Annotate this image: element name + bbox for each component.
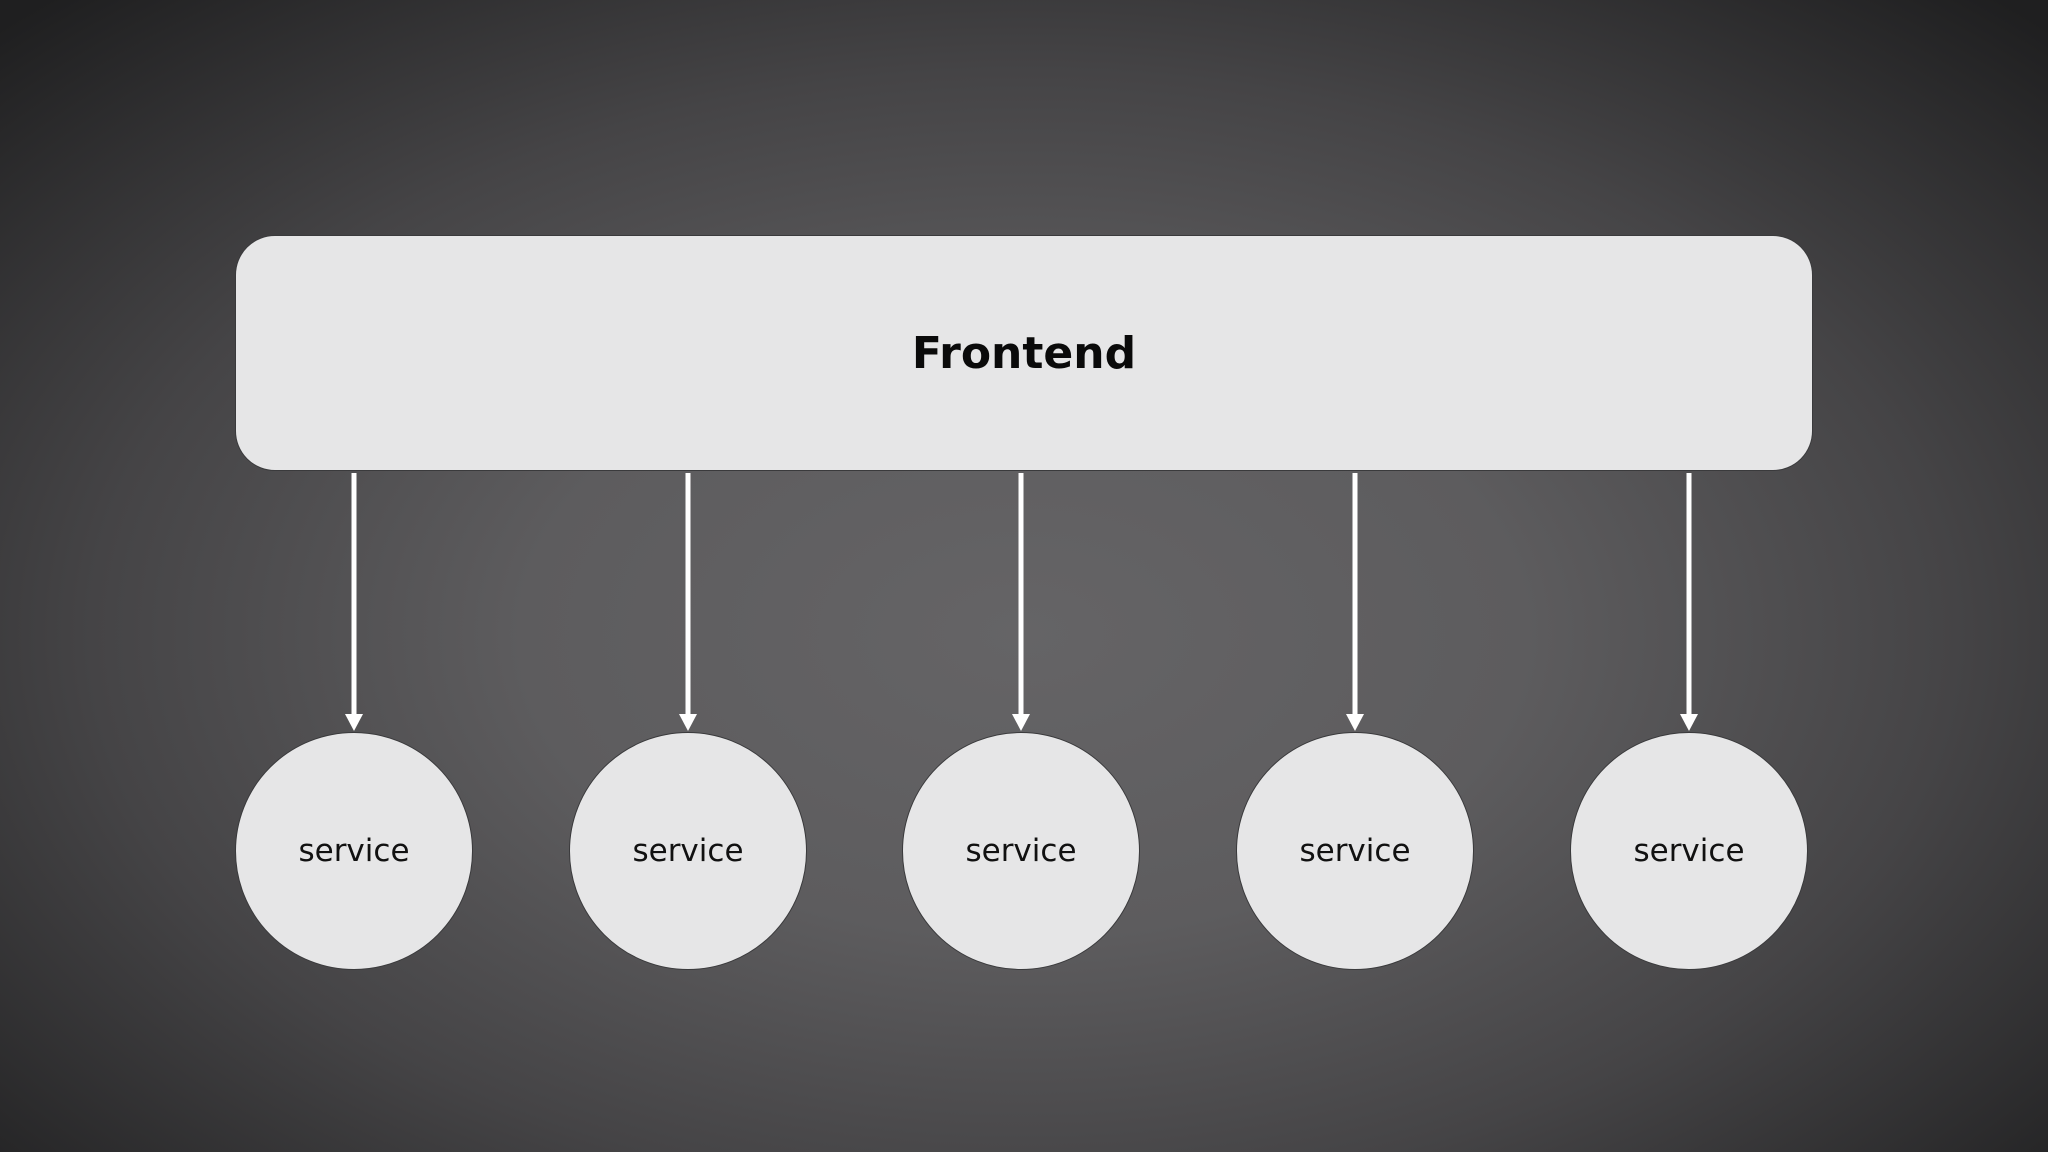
service-label: service xyxy=(298,833,410,869)
service-label: service xyxy=(1633,833,1745,869)
service-label: service xyxy=(1299,833,1411,869)
frontend-label: Frontend xyxy=(911,327,1137,379)
arrow-to-service-3 xyxy=(1012,473,1030,731)
service-label: service xyxy=(965,833,1077,869)
frontend-node: Frontend xyxy=(235,235,1813,471)
arrow-to-service-1 xyxy=(345,473,363,731)
service-node-4: service xyxy=(1236,732,1474,970)
service-label: service xyxy=(632,833,744,869)
arrow-to-service-4 xyxy=(1346,473,1364,731)
service-node-1: service xyxy=(235,732,473,970)
service-node-2: service xyxy=(569,732,807,970)
arrow-to-service-2 xyxy=(679,473,697,731)
arrow-to-service-5 xyxy=(1680,473,1698,731)
service-node-5: service xyxy=(1570,732,1808,970)
service-node-3: service xyxy=(902,732,1140,970)
